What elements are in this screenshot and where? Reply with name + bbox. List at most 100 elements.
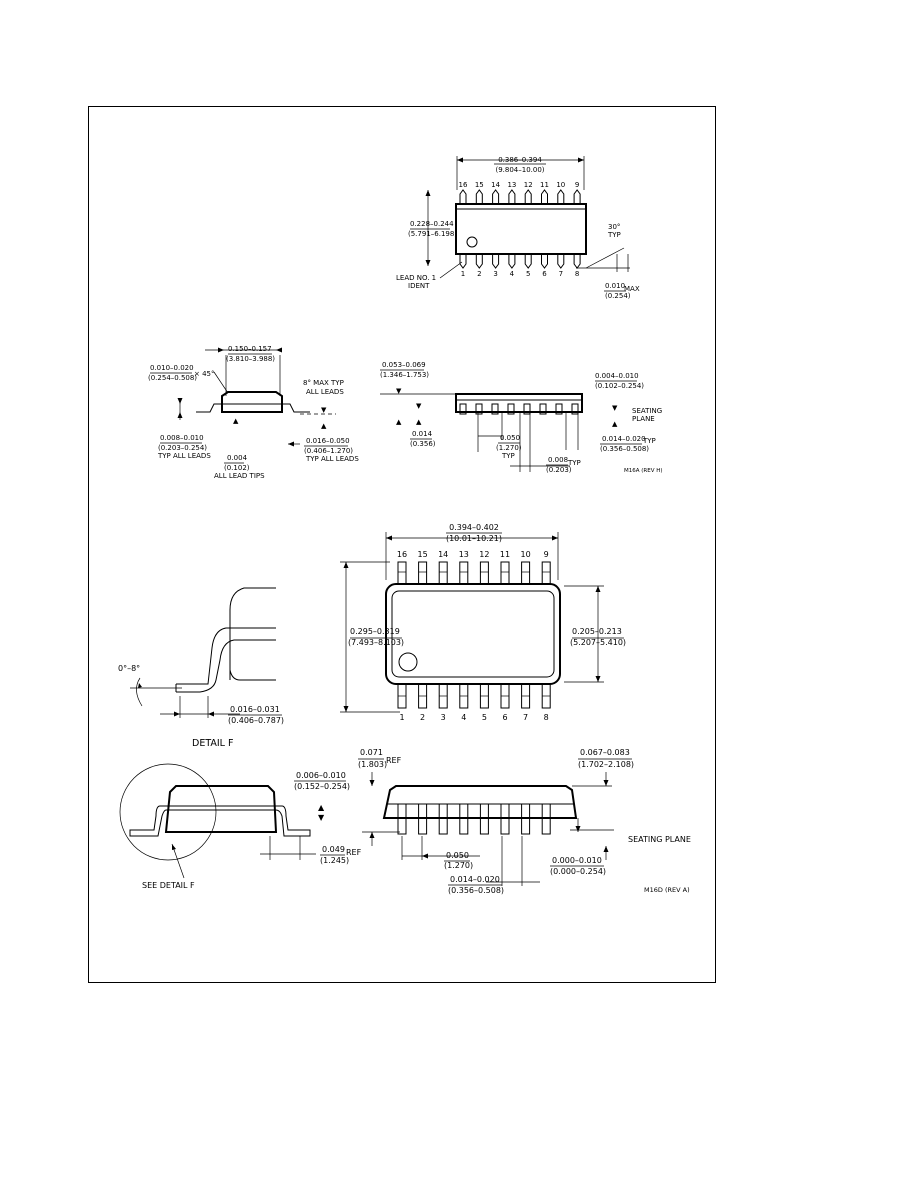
tip-in: 0.004 [227,454,248,462]
chamfer-angle: × 45° [194,370,215,378]
ssop-length-in: 0.394–0.402 [449,523,499,532]
ssop-top-pin-number: 12 [479,550,489,559]
soic-side-lead [571,403,579,415]
soic-bottom-pin-number: 4 [510,270,515,278]
soic-bottom-pin [573,254,581,269]
top-width-mm: (5.791–6.198) [408,230,457,238]
soic-top-pin [573,189,581,204]
detail-f-label: DETAIL F [192,738,233,749]
svg-text:▲: ▲ [612,420,618,428]
ssop-end-view: 0.006–0.010 (0.152–0.254) ▼ ▲ 0.049 REF … [119,763,362,890]
top-max-label: MAX [624,285,640,293]
soic-top-pin [508,189,516,204]
side-leadw-in: 0.014–0.020 [602,435,646,443]
side-leadw-mm: (0.356–0.508) [600,445,649,453]
soic-bottom-pin [541,254,548,269]
side-height-in: 0.053–0.069 [382,361,426,369]
ssop-side-lead [541,803,551,835]
ssop-top-pin [418,561,428,585]
drawing-frame [88,106,716,983]
soic-bottom-pin-number: 1 [461,270,465,278]
svg-text:▲: ▲ [233,417,239,425]
ssop-seating: SEATING PLANE [628,835,691,844]
side-h-in: 0.014 [412,430,433,438]
ssop-side-lead [397,803,407,835]
svg-text:▼: ▼ [396,387,402,395]
ssop-overall-mm: (7.493–8.103) [348,638,404,647]
soic-bottom-pin-number: 8 [575,270,579,278]
ssop-lead-in: 0.049 [322,845,345,854]
ssop-ref-mm: (1.803) [358,760,387,769]
soic-code: M16A (REV H) [624,468,663,474]
ssop-top-pin [541,561,551,585]
lead-thk-note: TYP ALL LEADS [157,452,211,460]
ssop-bottom-pin-number: 1 [399,713,404,722]
ssop-top-pin [500,561,510,585]
w2-in: 0.008 [548,456,568,464]
top-length-in: 0.386–0.394 [498,156,542,164]
ssop-overall-in: 0.295–0.319 [350,627,400,636]
ssop-standoff-in: 0.000–0.010 [552,856,602,865]
ssop-height-in: 0.067–0.083 [580,748,630,757]
soic-top-pin-number: 12 [524,181,533,189]
ssop-top-pin [459,561,469,585]
soic-top-pin [524,189,532,204]
soic-bottom-pin-number: 3 [493,270,497,278]
soic-top-pin-number: 10 [556,181,565,189]
ssop-bottom-pin-number: 5 [482,713,487,722]
seating-1: SEATING [632,407,662,415]
lead-ident-2: IDENT [408,282,430,290]
ssop-bottom-pin-number: 6 [502,713,507,722]
soic-end-view: 0.150–0.157 (3.810–3.988) 0.010–0.020 (0… [148,345,359,480]
soic-top-pin-number: 9 [575,181,579,189]
w2-mm: (0.203) [546,466,572,474]
ssop-top-pin-number: 15 [418,550,428,559]
detail-foot-in: 0.016–0.031 [230,705,280,714]
soic-side-lead [475,403,483,415]
ssop-side-lead [438,803,448,835]
soic-bottom-pin [475,254,483,269]
detail-f-view: 0°–8° 0.016–0.031 (0.406–0.787) DETAIL F [118,587,284,749]
ssop-lead-mm: (1.245) [320,856,349,865]
ssop-leadw-mm: (0.356–0.508) [448,886,504,895]
ssop-top-pin-number: 9 [544,550,549,559]
ssop-side-lead [521,803,531,835]
ssop-ref-label: REF [386,756,402,765]
ssop-top-pin-number: 11 [500,550,510,559]
svg-text:▲: ▲ [318,803,325,812]
ssop-standoff-mm: (0.000–0.254) [550,867,606,876]
soic-top-pin-number: 13 [507,181,516,189]
ssop-bottom-pin-number: 2 [420,713,425,722]
detail-angle: 0°–8° [118,664,140,673]
ssop-top-pin-number: 16 [397,550,407,559]
standoff-in: 0.004–0.010 [595,372,639,380]
ssop-height-mm: (1.702–2.108) [578,760,634,769]
ssop-pitch-in: 0.050 [446,851,469,860]
end-body-in: 0.150–0.157 [228,345,272,353]
pitch-mm: (1.270) [496,444,522,452]
soic-top-pin [475,189,483,204]
end-body-mm: (3.810–3.988) [226,355,275,363]
see-detail-f: SEE DETAIL F [142,881,195,890]
top-max-mm: (0.254) [605,292,631,300]
soic-bottom-pin [492,254,500,269]
chamfer-mm: (0.254–0.508) [148,374,197,382]
top-max-in: 0.010 [605,282,625,290]
soic-side-view: 0.053–0.069 (1.346–1.753) ▼ ▲ ▲ ▼ 0.014 … [380,361,663,474]
soic-bottom-pin [524,254,532,269]
end-angle-2: ALL LEADS [306,388,344,396]
foot-in: 0.016–0.050 [306,437,350,445]
soic-top-pin-number: 16 [459,181,468,189]
soic-bottom-pin-number: 2 [477,270,481,278]
soic-bottom-pin [459,254,467,269]
soic-bottom-pin-number: 5 [526,270,530,278]
detail-foot-mm: (0.406–0.787) [228,716,284,725]
ssop-top-pin [521,561,531,585]
ssop-top-pin [438,561,448,585]
soic-bottom-pin [508,254,516,269]
tip-note: ALL LEAD TIPS [214,472,265,480]
ssop-body-in: 0.205–0.213 [572,627,622,636]
